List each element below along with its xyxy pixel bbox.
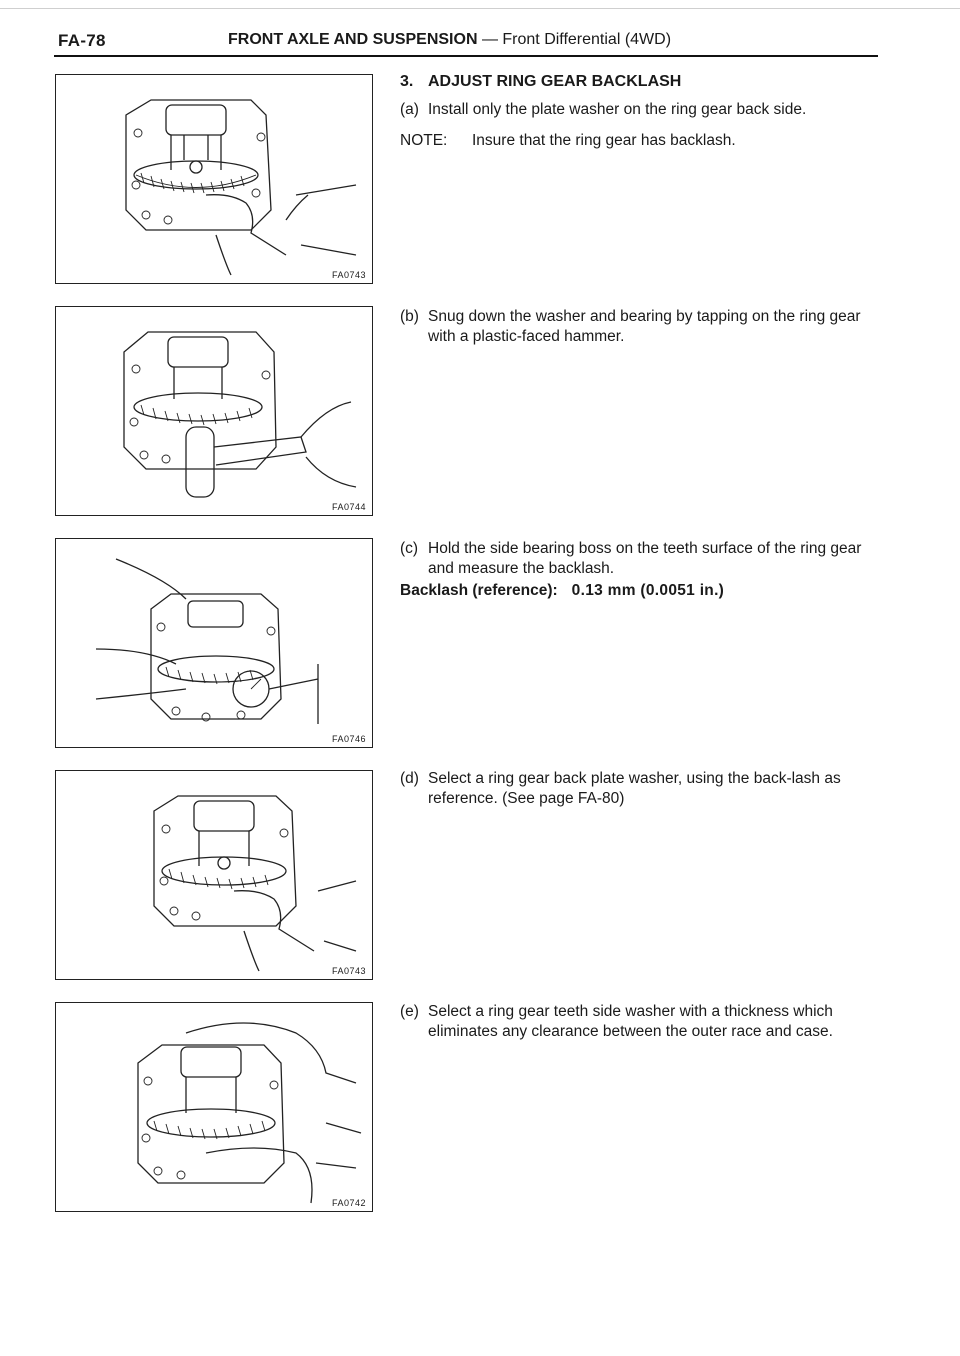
section-name: FRONT AXLE AND SUSPENSION	[228, 31, 478, 48]
page-header: FA-78 FRONT AXLE AND SUSPENSION — Front …	[0, 0, 960, 62]
figure-1: FA0743	[55, 74, 373, 284]
header-rule	[54, 55, 878, 57]
figure-code: FA0746	[331, 734, 366, 744]
step-d: (d) Select a ring gear back plate washer,…	[400, 769, 880, 809]
differential-illustration-2	[123, 331, 357, 498]
differential-illustration-4	[153, 795, 357, 972]
step-c: (c) Hold the side bearing boss on the tee…	[400, 539, 880, 579]
step-e: (e) Select a ring gear teeth side washer …	[400, 1002, 880, 1042]
step-b: (b) Snug down the washer and bearing by t…	[400, 307, 880, 347]
page-code: FA-78	[58, 31, 106, 50]
step-text: Hold the side bearing boss on the teeth …	[428, 540, 862, 577]
figure-3: FA0746	[55, 538, 373, 748]
figure-code: FA0743	[331, 966, 366, 976]
figure-5: FA0742	[55, 1002, 373, 1212]
note-label: NOTE:	[400, 132, 448, 149]
differential-illustration-3	[95, 558, 319, 724]
figure-2: FA0744	[55, 306, 373, 516]
differential-illustration-1	[125, 99, 357, 276]
section-title: FRONT AXLE AND SUSPENSION — Front Differ…	[228, 31, 671, 49]
step-text: Select a ring gear back plate washer, us…	[428, 770, 841, 807]
step-text: Snug down the washer and bearing by tapp…	[428, 308, 861, 345]
figure-code: FA0743	[331, 270, 366, 280]
note-text: Insure that the ring gear has backlash.	[472, 132, 736, 149]
note: NOTE: Insure that the ring gear has backl…	[400, 132, 736, 150]
step-label: (b)	[400, 308, 419, 325]
spec-value: 0.13 mm (0.0051 in.)	[571, 582, 725, 599]
step-text: Select a ring gear teeth side washer wit…	[428, 1003, 833, 1040]
differential-illustration-5	[137, 1022, 362, 1204]
step-heading: 3. ADJUST RING GEAR BACKLASH	[400, 73, 681, 91]
subsection-name: — Front Differential (4WD)	[481, 31, 672, 48]
figure-4: FA0743	[55, 770, 373, 980]
spec-label: Backlash (reference):	[400, 582, 558, 599]
backlash-spec: Backlash (reference): 0.13 mm (0.0051 in.…	[400, 582, 724, 600]
step-label: (a)	[400, 101, 419, 118]
step-label: (e)	[400, 1003, 419, 1020]
step-number: 3.	[400, 73, 414, 90]
step-title: ADJUST RING GEAR BACKLASH	[428, 73, 682, 90]
step-a: (a) Install only the plate washer on the …	[400, 100, 880, 120]
step-label: (d)	[400, 770, 419, 787]
figure-code: FA0744	[331, 502, 366, 512]
figure-code: FA0742	[331, 1198, 366, 1208]
top-divider	[0, 8, 960, 9]
step-label: (c)	[400, 540, 419, 557]
step-text: Install only the plate washer on the rin…	[428, 101, 807, 118]
